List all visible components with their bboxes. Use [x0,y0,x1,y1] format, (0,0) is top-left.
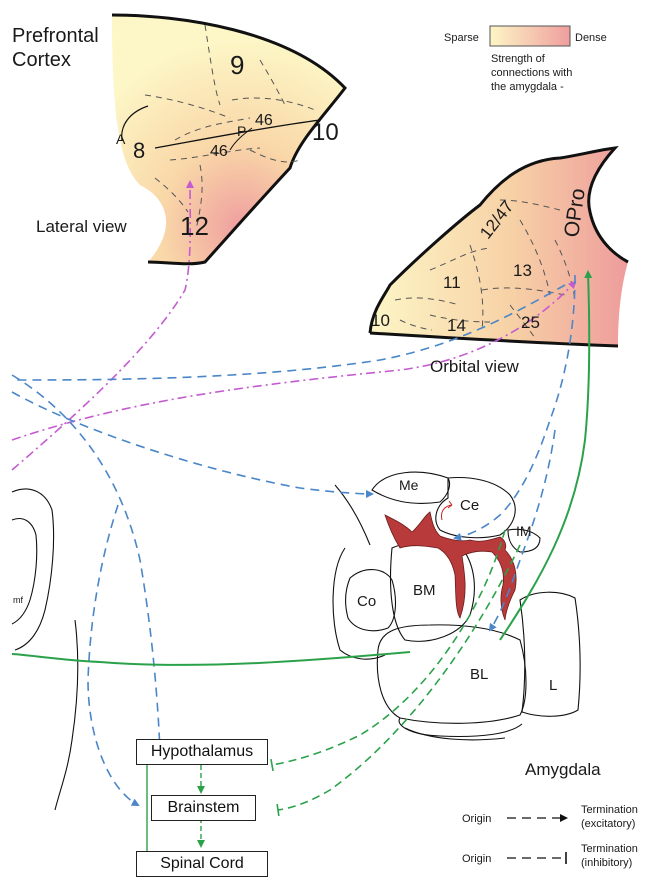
scale-caption-line2: connections with [491,67,572,79]
brainstem-box: Brainstem [151,795,256,821]
green-path-bl-to-left [12,652,410,665]
posterior-label: P [237,123,246,139]
spinal-cord-box: Spinal Cord [136,851,268,877]
orbital-view-label: Orbital view [430,357,520,376]
area-14-label: 14 [447,316,466,335]
intercalated-cells [385,512,516,620]
legend-excitatory-term-line1: Termination [581,804,638,816]
scale-caption-line1: Strength of [491,53,546,65]
area-13-label: 13 [513,261,532,280]
line-legend [507,818,566,858]
area-8-label: 8 [133,138,145,163]
pfc-title-line2: Cortex [12,49,71,71]
nucleus-l-outline [520,592,580,716]
area-9-label: 9 [230,50,244,80]
lateral-pfc-surface [112,15,345,264]
blue-path-to-hypothalamus [12,375,160,752]
lateral-pfc [112,15,345,264]
anterior-label: A [116,131,126,147]
nucleus-bl-outline [377,625,526,723]
legend-excitatory-term-line2: (excitatory) [581,818,635,830]
hypothalamus-box: Hypothalamus [136,739,268,765]
nucleus-im-label: IM [516,523,532,539]
legend-excitatory-origin: Origin [462,813,491,825]
area-10-orbital-label: 10 [371,311,390,330]
area-10-lateral-label: 10 [312,119,339,146]
scale-caption-line3: the amygdala - [491,81,564,93]
legend-inhibitory-origin: Origin [462,853,491,865]
nucleus-bm-label: BM [413,582,436,599]
nucleus-me-label: Me [399,477,419,493]
strength-scale-bar [490,26,570,46]
left-brain-outline [12,489,78,810]
nucleus-co-label: Co [357,593,376,610]
blue-path-left-to-me [12,392,372,494]
scale-high-label: Dense [575,32,607,44]
amygdala-title: Amygdala [525,760,601,779]
nucleus-bl-label: BL [470,666,488,683]
area-46-upper-label: 46 [255,112,273,129]
area-12-label: 12 [180,211,209,241]
green-path-to-hypothalamus [272,530,505,765]
nucleus-l-label: L [549,677,557,694]
lateral-view-label: Lateral view [36,217,127,236]
pfc-title-line1: Prefrontal [12,25,99,47]
scale-low-label: Sparse [444,32,479,44]
blue-path-to-brainstem [88,505,138,805]
legend-inhibitory-term-line2: (inhibitory) [581,857,632,869]
nucleus-ce-label: Ce [460,497,479,514]
area-25-label: 25 [521,313,540,332]
legend-inhibitory-term-line1: Termination [581,843,638,855]
area-46-lower-label: 46 [210,143,228,160]
mf-label: mf [13,595,23,605]
amygdala-outer-contour [335,485,370,545]
area-11-label: 11 [443,273,461,292]
